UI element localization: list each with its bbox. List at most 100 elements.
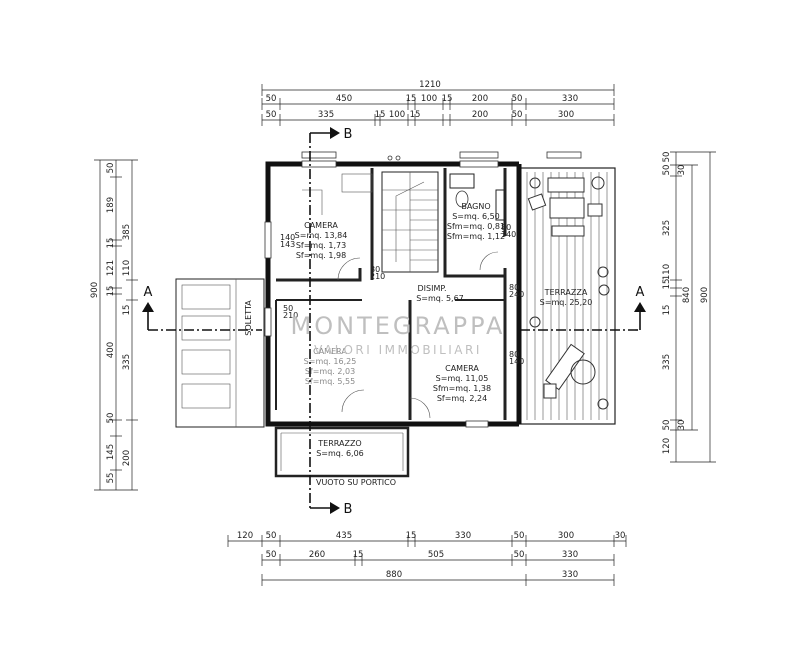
dim-bottom-r2: 50 [514,550,525,560]
dim-right-inner: 30 [677,165,687,176]
section-a-right-label: A [636,285,645,300]
camera-sw-line2: Sf=mq. 2,03 [305,367,355,376]
dim-top-total: 1210 [419,80,441,90]
dim-bottom-r1: 50 [514,531,525,541]
camera-nw-name: CAMERA [304,221,338,230]
exterior-walls [264,151,582,428]
vuoto-label: VUOTO SU PORTICO [316,478,396,487]
interior-walls [275,168,507,420]
dim-left-outer: 15 [106,286,116,297]
top-dimension-chains: 1210 50 450 15 100 15 200 50 330 50 335 … [261,80,615,126]
section-b-bottom-label: B [344,502,353,517]
dim-top-r1: 15 [442,94,453,104]
dim-bottom-r1: 300 [558,531,574,541]
dim-top-r1: 200 [472,94,488,104]
dim-left-outer: 145 [106,444,116,460]
terrazzo-area-value: S=mq. 6,06 [316,449,364,458]
dim-bottom-r2: 15 [353,550,364,560]
dim-top-r1: 50 [266,94,277,104]
opening-note: 140 [501,230,516,239]
dim-left-outer: 15 [106,238,116,249]
dim-left-outer: 50 [106,163,116,174]
opening-note: 80 [509,283,519,292]
dim-top-r1: 450 [336,94,352,104]
dim-top-r1: 15 [406,94,417,104]
dim-bottom-r1: 435 [336,531,352,541]
dim-right-inner: 110 [662,264,672,280]
dim-bottom-r1: 330 [455,531,471,541]
dim-bottom-r2: 260 [309,550,325,560]
dim-right-inner: 335 [662,354,672,370]
bagno-line2: Sfm=mq. 0,81 [447,222,505,231]
dim-bottom-r1: 30 [615,531,626,541]
dim-bottom-r1: 120 [237,531,253,541]
disimp-line1: S=mq. 5,67 [416,294,464,303]
soletta-slab: SOLETTA [175,278,265,428]
dim-right-inner: 120 [662,438,672,454]
watermark-tagline: VALORI IMMOBILIARI [314,343,482,357]
dim-top-r2: 200 [472,110,488,120]
dim-bottom-r3: 330 [562,570,578,580]
camera-nw-line2: Sf=mq. 1,73 [296,241,346,250]
watermark-brand: MONTEGRAPPA [291,312,506,340]
right-dimension-chains: 50 50 30 325 15 110 15 335 50 30 120 840… [662,152,716,463]
opening-note: 80 [501,223,511,232]
room-labels: CAMERA S=mq. 13,84 Sf=mq. 1,73 Sf=mq. 1,… [295,202,505,403]
opening-note: 210 [283,311,298,320]
dim-left-inner: 385 [122,224,132,240]
opening-note: 143 [280,240,295,249]
dim-bottom-r1: 15 [406,531,417,541]
bottom-dimension-chains: 120 50 435 15 330 50 300 30 50 260 15 50… [227,531,627,586]
staircase [381,171,439,273]
dim-bottom-r2: 505 [428,550,444,560]
dim-right-inner: 50 [662,420,672,431]
dim-bottom-r2: 330 [562,550,578,560]
dim-left-outer: 55 [106,473,116,484]
dim-top-r2: 50 [512,110,523,120]
dim-top-r2: 50 [266,110,277,120]
dim-top-r1: 50 [512,94,523,104]
terrazzo-name: TERRAZZO [317,439,361,448]
dim-right-mid: 840 [682,287,692,303]
dim-right-inner: 50 [662,165,672,176]
dim-right-inner: 30 [677,420,687,431]
section-line-a: A A [142,285,646,331]
soletta-label: SOLETTA [244,300,253,336]
dim-left-inner: 110 [122,260,132,276]
dim-left-inner: 200 [122,450,132,466]
bagno-fixtures [449,173,505,271]
dim-left-inner: 335 [122,354,132,370]
opening-note: 210 [370,272,385,281]
camera-se-line2: Sfm=mq. 1,38 [433,384,491,393]
dim-left-outer: 121 [106,260,116,276]
camera-sw-name: CAMERA [313,347,347,356]
terrazza-area-value: S=mq. 25,20 [540,298,593,307]
left-dimension-chains: 50 189 15 121 15 400 50 145 55 385 110 1… [90,159,138,491]
camera-se-line3: Sf=mq. 2,24 [437,394,487,403]
dim-top-r2: 15 [410,110,421,120]
dim-left-outer: 400 [106,342,116,358]
section-line-b: B B [309,127,353,517]
bagno-line1: S=mq. 6,50 [452,212,500,221]
camera-se-name: CAMERA [445,364,479,373]
opening-note: 240 [509,290,524,299]
terrazzo-balcony: TERRAZZO S=mq. 6,06 VUOTO SU PORTICO [274,426,410,487]
opening-note: 140 [280,233,295,242]
watermark: MONTEGRAPPA VALORI IMMOBILIARI [291,312,506,357]
section-b-top-label: B [344,127,353,142]
dim-left-total: 900 [90,282,100,298]
opening-note: 50 [283,304,293,313]
opening-note: 80 [370,265,380,274]
dim-bottom-r3: 880 [386,570,402,580]
camera-se-line1: S=mq. 11,05 [436,374,489,383]
dim-left-outer: 50 [106,413,116,424]
camera-nw-line1: S=mq. 13,84 [295,231,348,240]
dim-right-inner: 325 [662,220,672,236]
dim-right-inner: 15 [662,279,672,290]
dim-top-r2: 15 [375,110,386,120]
bagno-name: BAGNO [461,202,490,211]
disimp-name: DISIMP. [418,284,447,293]
terrazza-area: TERRAZZA S=mq. 25,20 [518,167,616,425]
section-a-left-label: A [144,285,153,300]
